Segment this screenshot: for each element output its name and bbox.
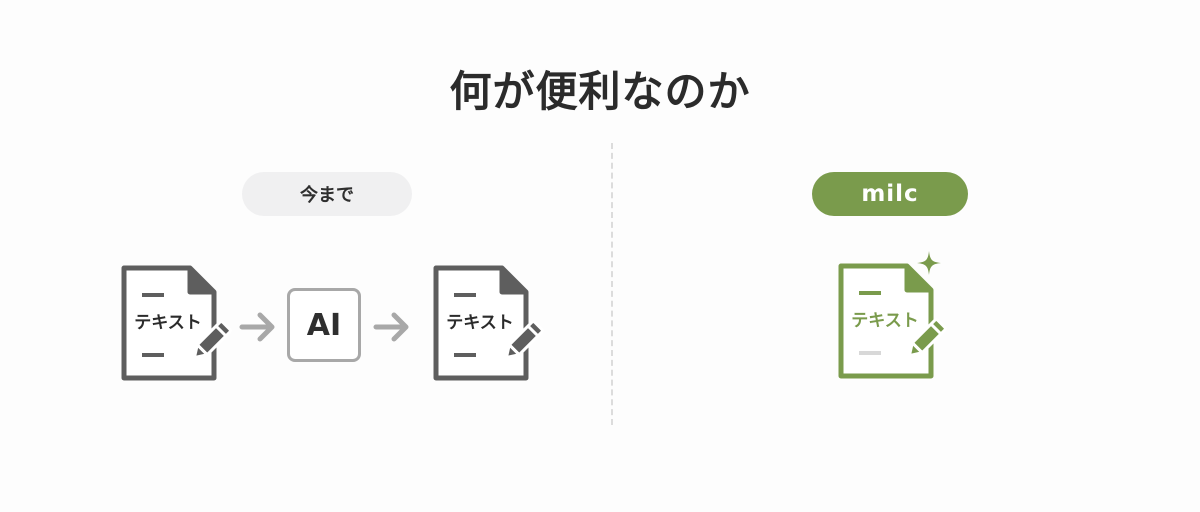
pencil-icon [192,320,232,360]
pencil-icon [504,320,544,360]
document-label: テキスト [851,311,919,331]
page-title: 何が便利なのか [449,67,751,116]
document-label: テキスト [446,313,514,333]
document-label: テキスト [134,313,202,333]
arrow-right-icon [373,312,409,342]
sparkle-icon [917,251,941,275]
text-document-after: テキスト [432,264,562,384]
before-badge: 今まで [242,172,412,216]
center-divider [611,143,613,425]
milc-badge: milc [812,172,968,216]
text-document-before: テキスト [120,264,250,384]
text-document-milc: テキスト [837,262,967,382]
arrow-right-icon [239,312,275,342]
ai-box: AI [287,288,361,362]
pencil-icon [907,318,947,358]
